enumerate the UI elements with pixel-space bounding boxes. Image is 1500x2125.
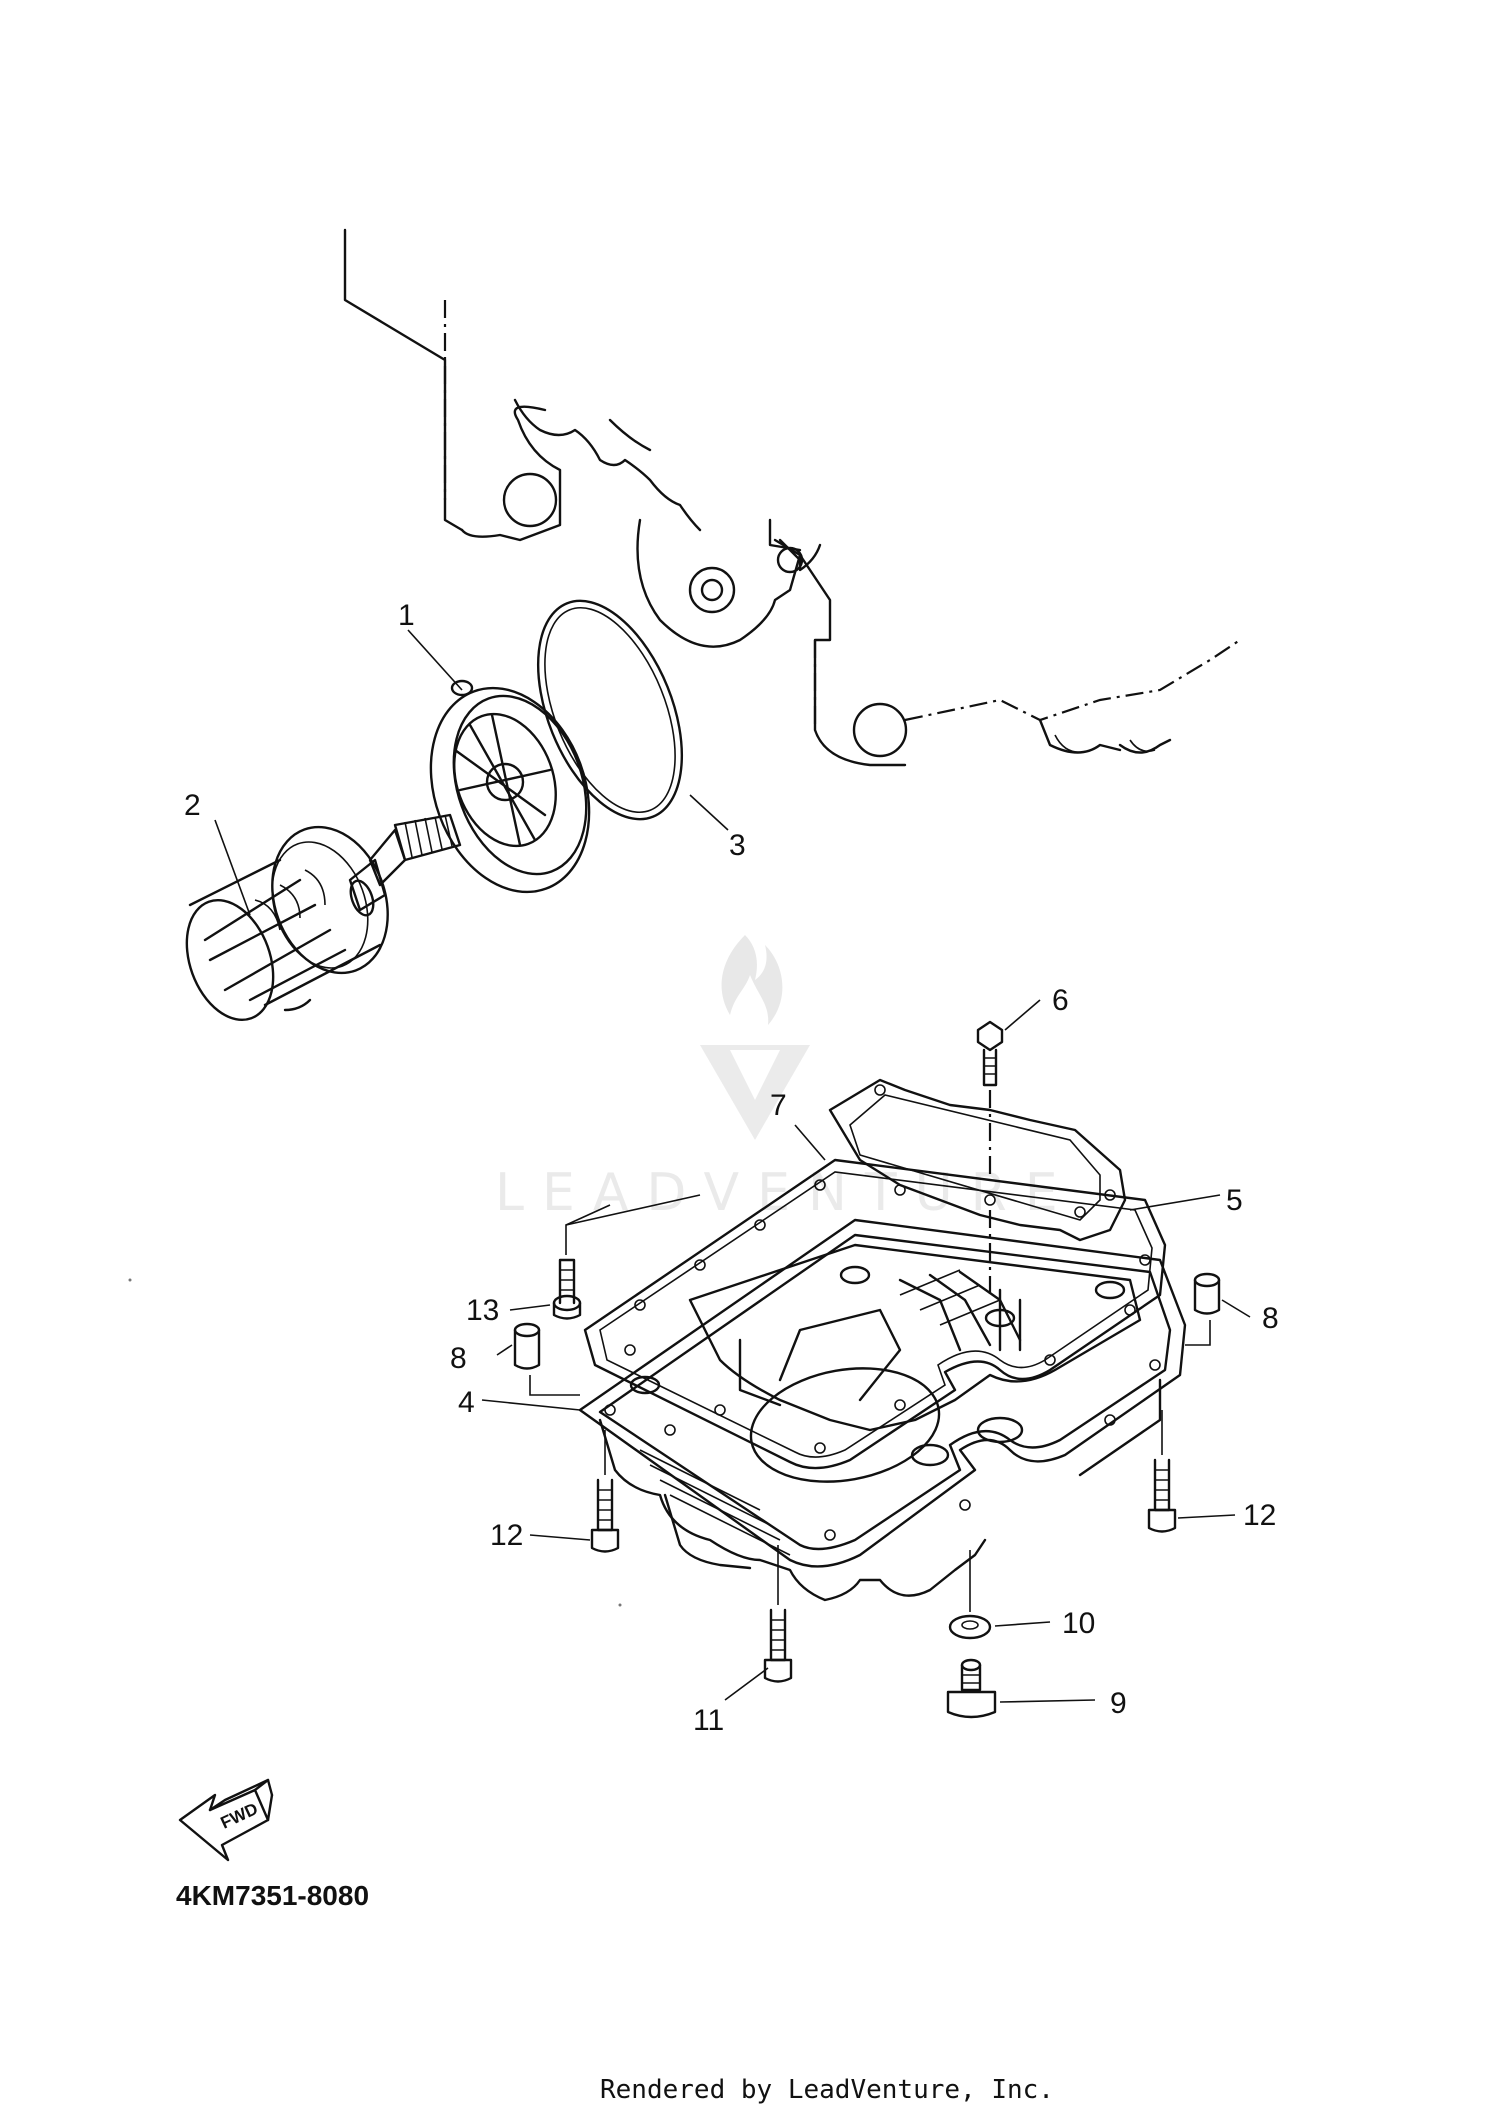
callout-8-left: 8 <box>450 1342 467 1375</box>
callout-13: 13 <box>466 1294 499 1327</box>
dowel-pin-right <box>1193 1272 1221 1315</box>
bolt-11 <box>763 1545 793 1683</box>
flame-logo-icon <box>700 935 810 1140</box>
washer <box>948 1550 992 1640</box>
bolt-13 <box>552 1258 582 1320</box>
callout-3: 3 <box>729 829 746 862</box>
callout-11: 11 <box>693 1704 724 1737</box>
oil-pan <box>578 1218 1187 1602</box>
callout-9: 9 <box>1110 1687 1127 1720</box>
callout-5: 5 <box>1226 1184 1243 1217</box>
callout-6: 6 <box>1052 984 1069 1017</box>
callout-10: 10 <box>1062 1607 1095 1640</box>
diagram-part-number: 4KM7351-8080 <box>176 1880 369 1911</box>
bolt-12-left <box>590 1430 620 1553</box>
callout-8-right: 8 <box>1262 1302 1279 1335</box>
drain-bolt <box>946 1658 997 1719</box>
speck <box>128 1278 132 1282</box>
callout-12-right: 12 <box>1243 1499 1276 1532</box>
fwd-arrow-icon: FWD <box>178 1778 274 1862</box>
dowel-pin-left <box>513 1322 541 1370</box>
bolt-6 <box>976 1020 1004 1300</box>
callout-7: 7 <box>770 1089 787 1122</box>
oil-pan-gasket <box>583 1158 1167 1470</box>
callout-4: 4 <box>458 1386 475 1419</box>
callout-12-left: 12 <box>490 1519 523 1552</box>
baffle-plate <box>828 1078 1127 1242</box>
bolt-12-right <box>1147 1410 1177 1533</box>
engine-crankcase <box>343 228 1241 767</box>
leadventure-watermark: LEADVENTURE <box>495 935 1076 1223</box>
callout-2: 2 <box>184 789 201 822</box>
watermark-text: LEADVENTURE <box>495 1163 1076 1223</box>
leader-lines <box>214 629 1251 1703</box>
o-ring <box>536 599 684 821</box>
callout-1: 1 <box>398 599 415 632</box>
oil-filter-adapter <box>348 679 591 917</box>
speck <box>618 1603 622 1607</box>
render-credit: Rendered by LeadVenture, Inc. <box>600 2075 1054 2105</box>
oil-filter-cartridge <box>185 825 389 1022</box>
